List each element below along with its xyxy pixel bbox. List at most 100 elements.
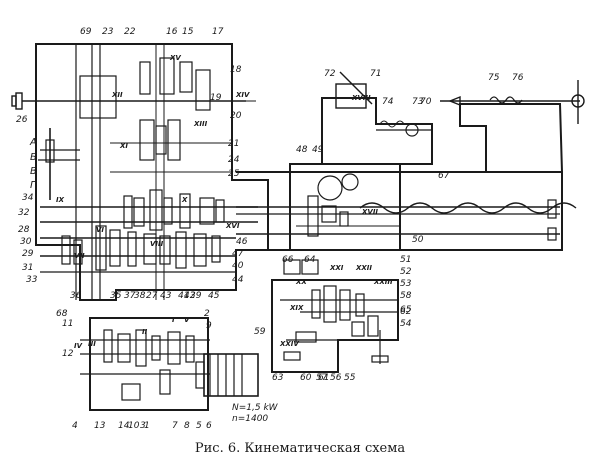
spindle-gears xyxy=(110,119,232,173)
part-number-39: 39 xyxy=(190,291,202,301)
part-number-17: 17 xyxy=(212,27,224,37)
shaft-label-XIV: XIV xyxy=(235,91,250,99)
part-number-28: 28 xyxy=(18,225,30,235)
part-number-38: 38 xyxy=(134,291,146,301)
part-number-51: 51 xyxy=(400,255,411,265)
part-number-13: 13 xyxy=(94,421,106,431)
part-number-32: 32 xyxy=(18,208,30,218)
part-number-72: 72 xyxy=(324,69,336,79)
part-number-5: 5 xyxy=(196,421,202,431)
part-number-71: 71 xyxy=(370,69,381,79)
part-number-64: 64 xyxy=(304,255,316,265)
part-number-53: 53 xyxy=(400,279,412,289)
part-number-33: 33 xyxy=(26,275,38,285)
part-number-3: 3 xyxy=(140,421,146,431)
part-number-44: 44 xyxy=(232,275,244,285)
part-number-31: 31 xyxy=(22,263,33,273)
part-number-63: 63 xyxy=(272,373,284,383)
part-number-37: 37 xyxy=(124,291,136,301)
part-number-34: 34 xyxy=(22,193,34,203)
part-number-47: 47 xyxy=(232,249,244,259)
part-number-27: 27 xyxy=(146,291,158,301)
tailstock xyxy=(440,80,585,173)
part-number-15: 15 xyxy=(182,27,194,37)
shaft-label-I: I xyxy=(172,316,175,324)
machine-bed xyxy=(236,171,577,251)
part-number-23: 23 xyxy=(102,27,114,37)
part-number-70: 70 xyxy=(420,97,432,107)
part-number-59: 59 xyxy=(254,327,266,337)
shaft-label-IX: IX xyxy=(56,196,65,204)
part-number-26: 26 xyxy=(16,115,28,125)
part-number-10: 10 xyxy=(128,421,140,431)
motor-speed: n=1400 xyxy=(232,414,268,424)
part-number-48: 48 xyxy=(296,145,308,155)
figure-caption: Рис. 6. Кинематическая схема xyxy=(195,441,405,456)
part-number-21: 21 xyxy=(228,139,239,149)
part-number-56: 56 xyxy=(330,373,342,383)
shaft-label-XVII: XVII xyxy=(361,208,378,216)
part-number-73: 73 xyxy=(412,97,424,107)
part-number-65: 65 xyxy=(400,305,412,315)
part-number-61: 61 xyxy=(318,373,329,383)
part-number-68: 68 xyxy=(56,309,68,319)
letter-label-v: В xyxy=(30,166,37,177)
part-number-42: 42 xyxy=(184,291,196,301)
part-number-60: 60 xyxy=(300,373,312,383)
part-number-2: 2 xyxy=(204,309,210,319)
part-number-66: 66 xyxy=(282,255,294,265)
shaft-label-III: III xyxy=(88,340,96,348)
shaft-label-XII: XII xyxy=(111,91,123,99)
part-number-8: 8 xyxy=(184,421,190,431)
part-number-18: 18 xyxy=(230,65,242,75)
part-number-25: 25 xyxy=(228,169,240,179)
part-number-55: 55 xyxy=(344,373,356,383)
shaft-label-IV: IV xyxy=(74,342,83,350)
control-levers xyxy=(38,128,80,200)
gearbox-gears xyxy=(61,189,225,271)
lower-drive xyxy=(80,317,210,411)
letter-labels: А Б В Г xyxy=(29,137,37,191)
part-number-69: 69 xyxy=(80,27,92,37)
shaft-label-XV: XV xyxy=(169,54,181,62)
part-number-9: 9 xyxy=(206,321,212,331)
electric-motor xyxy=(195,353,259,397)
part-number-54: 54 xyxy=(400,319,412,329)
shaft-label-VII: VII xyxy=(74,252,85,260)
part-number-12: 12 xyxy=(62,349,74,359)
main-spindle xyxy=(11,57,256,119)
part-number-62: 62 xyxy=(400,307,412,317)
feed-rods xyxy=(236,199,560,241)
part-number-46: 46 xyxy=(236,237,248,247)
shaft-label-VIII: VIII xyxy=(150,240,164,248)
part-number-30: 30 xyxy=(20,237,32,247)
part-number-74: 74 xyxy=(382,97,394,107)
letter-label-a: А xyxy=(29,137,37,148)
part-number-36: 36 xyxy=(70,291,82,301)
part-number-75: 75 xyxy=(488,73,500,83)
part-number-20: 20 xyxy=(230,111,242,121)
part-number-4: 4 xyxy=(72,421,78,431)
letter-label-b: Б xyxy=(30,152,37,163)
shaft-label-XVIII: XVIII xyxy=(351,94,371,102)
part-number-67: 67 xyxy=(438,171,450,181)
part-number-22: 22 xyxy=(124,27,136,37)
part-number-24: 24 xyxy=(228,155,240,165)
part-number-50: 50 xyxy=(412,235,424,245)
part-number-16: 16 xyxy=(166,27,178,37)
part-number-52: 52 xyxy=(400,267,412,277)
shaft-label-XVI: XVI xyxy=(225,222,240,230)
shaft-label-XIII: XIII xyxy=(193,120,208,128)
shaft-label-XXIV: XXIV xyxy=(279,340,299,348)
shaft-label-X: X xyxy=(181,196,188,204)
shaft-label-XX: XX xyxy=(295,278,307,286)
feed-gearbox xyxy=(271,259,399,373)
part-number-1: 1 xyxy=(144,421,150,431)
shaft-label-VI: VI xyxy=(96,226,104,234)
cross-slide xyxy=(321,71,433,165)
part-number-57: 57 xyxy=(316,373,328,383)
part-number-6: 6 xyxy=(206,421,212,431)
part-number-19: 19 xyxy=(210,93,222,103)
